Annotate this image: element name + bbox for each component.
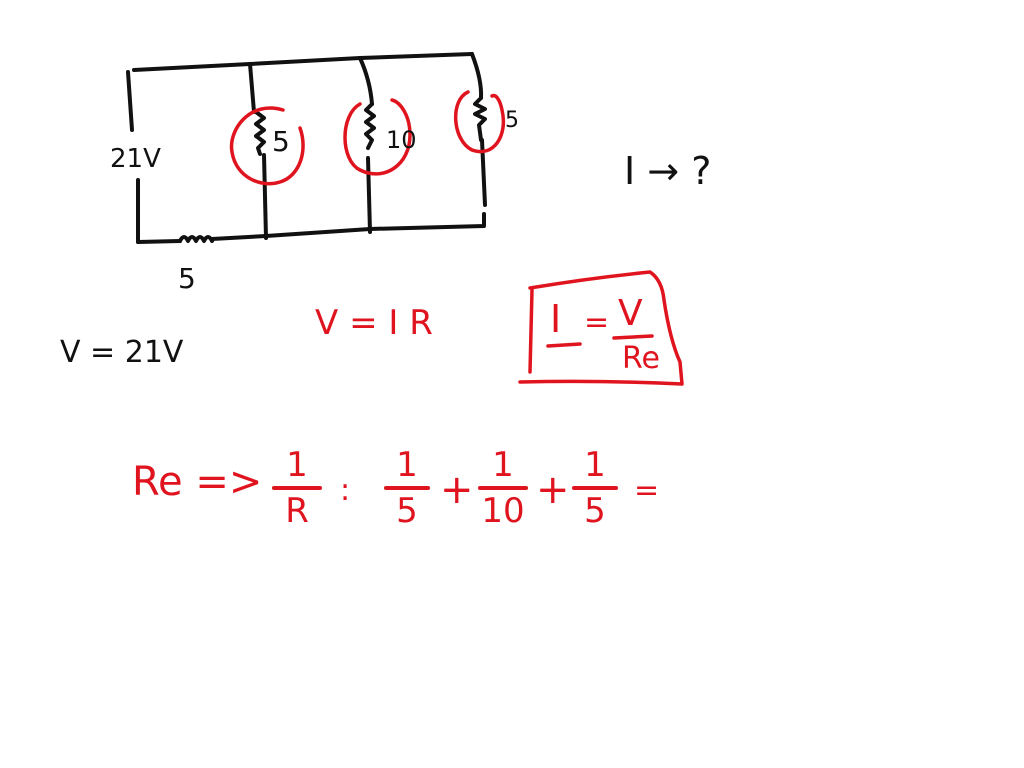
resistor-1-icon: [254, 110, 266, 156]
circuit-wires: [126, 52, 487, 244]
given-voltage: V = 21V: [60, 335, 184, 370]
resistor-2-icon: [364, 102, 376, 150]
circle-highlight-1: [229, 106, 305, 186]
branch-1-label: 5: [272, 125, 290, 158]
boxed-eq: =: [584, 305, 610, 340]
branch-2-label: 10: [386, 126, 417, 154]
formula-box: [518, 270, 684, 386]
plus-1: +: [440, 467, 474, 513]
fraction-1-over-R: 1 R: [272, 448, 322, 528]
boxed-lhs: I: [550, 297, 562, 341]
fraction-1-over-10: 1 10: [478, 448, 528, 528]
boxed-den: Re: [622, 341, 660, 376]
boxed-num: V: [618, 293, 643, 334]
equals-sign: =: [634, 473, 660, 508]
circle-highlight-3: [454, 90, 506, 154]
series-resistor-label: 5: [178, 262, 196, 295]
branch-3-label: 5: [505, 108, 519, 133]
re-label: Re =>: [132, 459, 263, 505]
question-text: I → ?: [624, 149, 712, 193]
fraction-1-over-5-a: 1 5: [384, 448, 430, 528]
circle-highlight-2: [343, 98, 412, 176]
fraction-1-over-5-b: 1 5: [572, 448, 618, 528]
series-resistor-icon: [178, 235, 214, 243]
plus-2: +: [536, 467, 570, 513]
ohms-law: V = I R: [315, 303, 433, 343]
colon-equals: :: [340, 473, 351, 508]
source-voltage-label: 21V: [110, 144, 161, 174]
resistor-3-icon: [473, 96, 487, 142]
